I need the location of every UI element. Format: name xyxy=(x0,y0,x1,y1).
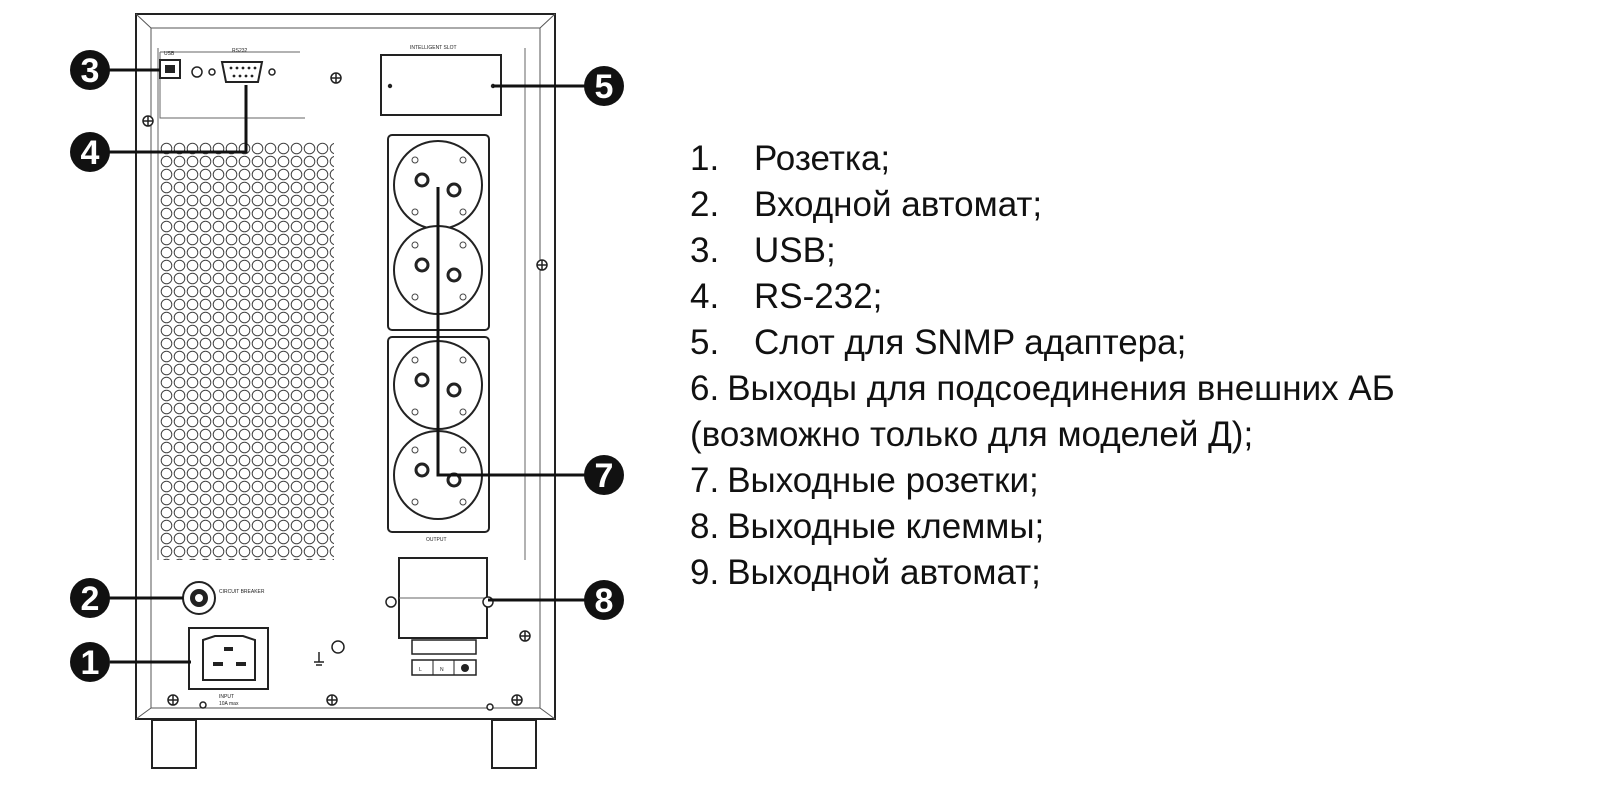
legend-item-number: 4. xyxy=(690,277,720,316)
legend-item-text: USB; xyxy=(754,231,836,270)
legend-item: 1. Розетка; xyxy=(690,136,1395,182)
legend-item-number: 8. xyxy=(690,507,720,546)
rs232-port: RS232 xyxy=(191,48,276,83)
callout-2: 2 xyxy=(70,578,110,618)
legend-item-number: 2. xyxy=(690,185,720,224)
legend-item: 9.Выходной автомат; xyxy=(690,550,1395,596)
legend-item-text: Выходные клеммы; xyxy=(727,507,1045,546)
callout-1: 1 xyxy=(70,642,110,682)
legend-item: 8.Выходные клеммы; xyxy=(690,504,1395,550)
callout-7-number: 7 xyxy=(595,457,614,495)
cabinet-feet xyxy=(151,719,537,769)
legend-item-number: 1. xyxy=(690,139,720,178)
legend-item-number: 6. xyxy=(690,369,720,408)
output-terminals: L N xyxy=(385,557,494,676)
callout-4: 4 xyxy=(70,132,110,172)
callout-8: 8 xyxy=(584,580,624,620)
legend-item: 2. Входной автомат; xyxy=(690,182,1395,228)
output-label: OUTPUT xyxy=(426,537,447,543)
legend-list: 1. Розетка; 2. Входной автомат; 3. USB; 4. RS-2… xyxy=(690,136,1395,596)
callout-8-number: 8 xyxy=(595,582,614,620)
callout-5: 5 xyxy=(584,66,624,106)
callout-1-number: 1 xyxy=(81,644,100,682)
legend-item: 3. USB; xyxy=(690,228,1395,274)
legend-item-number: 9. xyxy=(690,553,720,592)
intelligent-slot: INTELLIGENT SLOT xyxy=(380,45,502,116)
callout-7: 7 xyxy=(584,455,624,495)
callout-3: 3 xyxy=(70,50,110,90)
callout-3-number: 3 xyxy=(81,52,100,90)
input-socket: INPUT 10A max xyxy=(188,627,269,707)
legend-item-number: 7. xyxy=(690,461,720,500)
legend-item-number: 5. xyxy=(690,323,720,362)
ground-symbol xyxy=(314,640,345,666)
legend-item: (возможно только для моделей Д); xyxy=(690,412,1395,458)
legend-item: 4. RS-232; xyxy=(690,274,1395,320)
input-circuit-breaker: CIRCUIT BREAKER xyxy=(182,581,265,615)
callout-5-number: 5 xyxy=(595,68,614,106)
legend-item-text: Выходы для подсоединения внешних АБ xyxy=(727,369,1395,408)
callout-2-number: 2 xyxy=(81,580,100,618)
breaker-label: CIRCUIT BREAKER xyxy=(219,589,265,595)
leader-7 xyxy=(436,187,585,477)
leader-lines xyxy=(107,68,585,664)
input-label: INPUT xyxy=(219,694,234,700)
legend-item-text: (возможно только для моделей Д); xyxy=(690,415,1254,454)
legend-item-text: Выходные розетки; xyxy=(727,461,1039,500)
legend-item: 7.Выходные розетки; xyxy=(690,458,1395,504)
terminal-l-label: L xyxy=(419,667,422,673)
ups-rear-panel-diagram: USB RS232 INTELLIGENT SLOT xyxy=(70,13,624,769)
legend-item: 6.Выходы для подсоединения внешних АБ xyxy=(690,366,1395,412)
legend-item-text: Выходной автомат; xyxy=(727,553,1041,592)
intelligent-slot-label: INTELLIGENT SLOT xyxy=(410,45,457,51)
terminal-n-label: N xyxy=(440,667,444,673)
input-rating: 10A max xyxy=(219,701,239,707)
output-sockets: OUTPUT xyxy=(387,134,490,543)
legend-item-text: Входной автомат; xyxy=(754,185,1043,224)
legend-item-text: Слот для SNMP адаптера; xyxy=(754,323,1187,362)
usb-label: USB xyxy=(164,51,175,57)
leader-4 xyxy=(107,85,248,154)
ventilation-grille xyxy=(160,142,334,560)
panel-screws xyxy=(142,72,548,711)
legend-item-text: RS-232; xyxy=(754,277,883,316)
legend-item: 5. Слот для SNMP адаптера; xyxy=(690,320,1395,366)
legend-item-number: 3. xyxy=(690,231,720,270)
callout-4-number: 4 xyxy=(81,134,100,172)
rs232-label: RS232 xyxy=(232,48,248,54)
legend-item-text: Розетка; xyxy=(754,139,891,178)
